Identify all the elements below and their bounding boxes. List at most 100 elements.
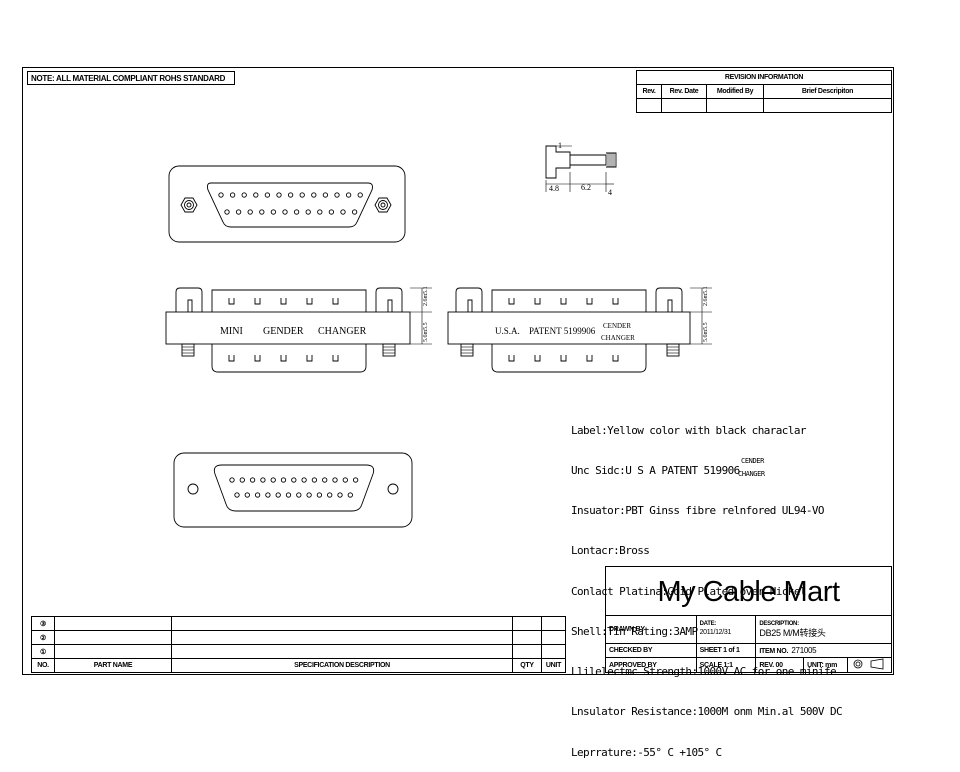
pin-holes [229, 477, 359, 498]
part-cell [54, 616, 172, 631]
contact-mark [560, 355, 567, 362]
spec-super-upper: CENDER [741, 457, 764, 466]
contact-mark [332, 298, 339, 305]
pin-hole [316, 492, 323, 498]
spec-super-lower: CHANGER [738, 470, 765, 479]
no-header: NO. [31, 658, 55, 673]
contact-mark [332, 355, 339, 362]
contact-mark [612, 298, 619, 305]
date-cell: DATE: 2011/12/31 [695, 615, 757, 644]
contact-mark [586, 355, 593, 362]
dim-c: 4 [608, 188, 612, 197]
contact-mark [612, 355, 619, 362]
label-changer: CHANGER [318, 326, 367, 337]
unit-header: UNIT [541, 658, 566, 673]
pin-hole [293, 209, 300, 215]
pin-hole [244, 492, 250, 498]
pin-hole [253, 192, 259, 198]
item-no-label: ITEM NO. [759, 648, 789, 655]
screw-detail [545, 145, 617, 192]
rev-cell [763, 98, 892, 113]
pin-hole [332, 477, 338, 483]
pin-hole [241, 192, 247, 198]
pin-hole [291, 477, 297, 483]
unit: UNIT: mm [803, 657, 848, 673]
qty-cell [512, 616, 542, 631]
contact-mark [306, 355, 313, 362]
parts-table: ③ ② ① NO. PART NAME SPECIFICATION DESCRI… [31, 616, 566, 673]
contact-marks [228, 298, 339, 362]
pin-hole [218, 192, 224, 198]
spec-cell [171, 644, 513, 659]
date-value: 2011/12/31 [699, 629, 732, 636]
projection-icon [853, 658, 884, 670]
pin-hole [296, 492, 302, 498]
label-cender: CENDER [603, 322, 631, 330]
contact-marks [508, 298, 619, 362]
rohs-note: NOTE: ALL MATERIAL COMPLIANT ROHS STANDA… [27, 71, 235, 85]
pin-hole [299, 192, 305, 198]
drawn-by: DRAWN BY [605, 615, 697, 644]
dim-lower-left: 5.6m5.5 [423, 322, 429, 342]
unit-cell [541, 630, 566, 645]
adapter-side-view-left [165, 287, 432, 373]
pin-hole [259, 209, 265, 215]
pin-hole [322, 477, 328, 483]
pin-hole [337, 492, 343, 498]
description-value: DB25 M/M转接头 [759, 628, 826, 638]
pin-hole [247, 209, 253, 215]
label-gender: GENDER [263, 326, 304, 337]
pin-hole [342, 477, 348, 483]
pin-hole [317, 209, 323, 215]
brand-name: My Cable Mart [657, 576, 840, 608]
spec-line: Lnsulator Resistance:1000M onm Min.al 50… [571, 705, 843, 719]
pin-hole [235, 209, 242, 215]
date-label: DATE: [699, 621, 717, 627]
contact-mark [560, 298, 567, 305]
pin-hole [239, 477, 245, 483]
pin-hole [224, 209, 230, 215]
description-label: DESCRIPTION: [759, 621, 799, 627]
pin-hole [328, 209, 335, 215]
pin-hole [254, 492, 261, 498]
pin-hole [357, 192, 363, 198]
label-changer-small: CHANGER [601, 334, 635, 342]
pin-hole [265, 492, 271, 498]
contact-mark [306, 298, 313, 305]
pin-hole [264, 192, 271, 198]
spec-line: Label:Yellow color with black characlar [571, 423, 806, 437]
contact-mark [508, 298, 515, 305]
row-number: ① [31, 644, 55, 659]
contact-mark [228, 355, 235, 362]
contact-mark [228, 298, 235, 305]
pin-hole [280, 477, 287, 483]
unit-cell [541, 644, 566, 659]
jackscrew-hex-left [180, 197, 198, 213]
label-usa: U.S.A. [495, 326, 520, 336]
pin-hole [270, 209, 277, 215]
contact-mark [280, 298, 287, 305]
dim-a: 4.8 [549, 184, 559, 193]
spec-line: Conlact Platina:Goid Plated over Nickel [571, 584, 806, 598]
sheet: SHEET 1 of 1 [695, 643, 757, 658]
pin-hole [311, 192, 317, 198]
pin-hole [270, 477, 276, 483]
rev-number: REV. 00 [755, 657, 805, 673]
part-name-header: PART NAME [54, 658, 172, 673]
row-number: ② [31, 630, 55, 645]
item-no-cell: ITEM NO. 271005 [755, 643, 892, 658]
title-block: DRAWN BY DATE: 2011/12/31 DESCRIPTION:DB2… [605, 615, 892, 673]
row-number: ③ [31, 616, 55, 631]
part-cell [54, 630, 172, 645]
pin-holes [218, 192, 363, 215]
adapter-side-view-right [447, 287, 712, 373]
dim-b: 6.2 [581, 183, 591, 192]
pin-hole [260, 477, 266, 483]
unit-cell [541, 616, 566, 631]
specification-header: SPECIFICATION DESCRIPTION [171, 658, 513, 673]
part-cell [54, 644, 172, 659]
pin-hole [347, 492, 353, 498]
scale: SCALE 1:1 [695, 657, 757, 673]
brand-box: My Cable Mart [605, 566, 892, 616]
